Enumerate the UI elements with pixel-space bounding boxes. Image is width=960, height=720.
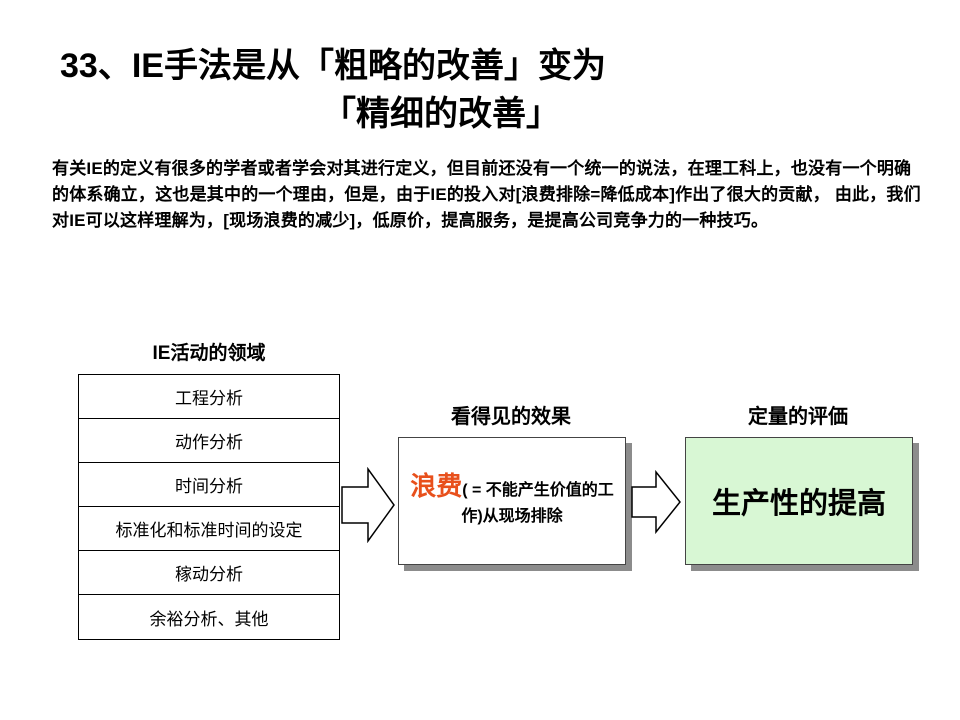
productivity-box: 生产性的提高	[685, 437, 913, 565]
ie-area-item: 工程分析	[79, 375, 339, 419]
page-title: 33、IE手法是从「粗略的改善」变为 「精细的改善」	[60, 42, 700, 138]
intro-paragraph: 有关IE的定义有很多的学者或者学会对其进行定义，但目前还没有一个统一的说法，在理…	[52, 159, 921, 230]
quantitative-label: 定量的评価	[748, 406, 848, 428]
waste-description: ( = 不能产生价值的工作)从现场排除	[461, 481, 614, 525]
ie-areas-heading: IE活动的领域	[152, 343, 266, 364]
ie-areas-table: 工程分析 动作分析 时间分析 标准化和标准时间的设定 稼动分析 余裕分析、其他	[78, 374, 340, 640]
visible-effect-label: 看得见的效果	[451, 406, 571, 428]
waste-highlight: 浪费	[410, 470, 463, 501]
productivity-text: 生产性的提高	[711, 488, 886, 520]
ie-area-item: 时间分析	[79, 463, 339, 507]
ie-area-item: 余裕分析、其他	[149, 609, 269, 630]
ie-area-item: 标准化和标准时间的设定	[79, 507, 339, 551]
visible-effect-text: 浪费( = 不能产生价值的工作)从现场排除	[399, 473, 625, 530]
flow-arrow-2	[631, 470, 681, 534]
ie-area-item: 稼动分析	[79, 551, 339, 595]
ie-area-item: 动作分析	[79, 419, 339, 463]
title-line-2: 「精细的改善」	[322, 95, 560, 133]
flow-arrow-1	[341, 467, 395, 543]
visible-effect-box: 浪费( = 不能产生价值的工作)从现场排除	[398, 437, 626, 565]
title-line-1: 33、IE手法是从「粗略的改善」变为	[60, 47, 606, 85]
